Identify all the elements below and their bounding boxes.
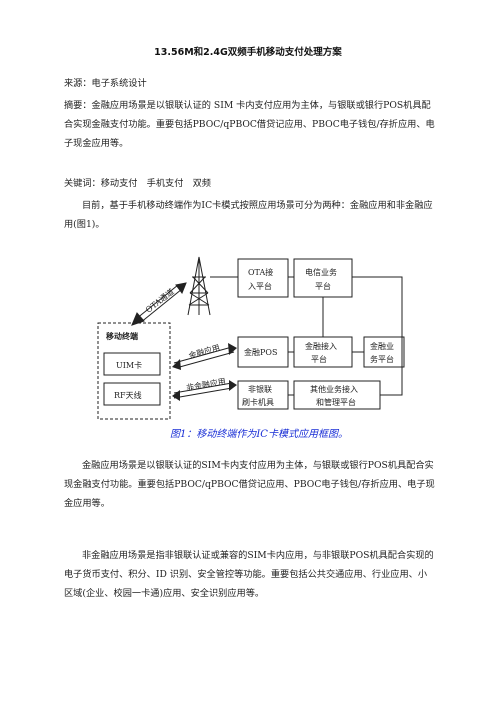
other-access-label-1: 其他业务接入 [310,384,358,394]
mobile-terminal-label: 移动终端 [106,331,138,341]
keywords-line: 关键词：移动支付 手机支付 双频 [64,178,211,189]
financial-access-label-1: 金融接入 [305,341,337,351]
non-unionpay-label-2: 刷卡机具 [242,397,274,407]
telecom-platform-box [293,258,353,298]
non-unionpay-label-1: 非银联 [248,384,272,394]
ota-channel-label: OTA通道 [143,286,175,314]
uim-card-box [103,352,161,376]
application-diagram: OTA通道 移动终端 UIM卡 RF天线 金融应用 非金融应用 OTA接 入平台… [97,256,405,440]
mobile-terminal-box [97,322,171,420]
financial-business-label-2: 务平台 [370,354,394,364]
source-line: 来源：电子系统设计 [64,78,147,89]
abstract-paragraph: 摘要：金融应用场景是以银联认证的 SIM 卡内支付应用为主体，与银联或银行POS… [64,100,435,149]
antenna-tower-icon [187,256,211,316]
ota-access-label-2: 入平台 [248,281,272,291]
telecom-label-2: 平台 [315,281,331,291]
other-access-label-2: 和管理平台 [316,397,356,407]
telecom-label-1: 电信业务 [305,267,337,277]
uim-card-label: UIM卡 [116,360,142,370]
financial-business-label-1: 金融业 [370,341,394,351]
financial-paragraph: 金融应用场景是以银联认证的SIM卡内支付应用为主体，与银联或银行POS机具配合实… [64,460,435,509]
document-title: 13.56M和2.4G双频手机移动支付处理方案 [154,47,342,58]
financial-app-label: 金融应用 [187,342,221,360]
figure-caption: 图1：移动终端作为IC卡模式应用框图。 [170,428,348,440]
ota-access-label-1: OTA接 [248,267,273,277]
ota-channel-arrow [135,284,183,324]
rf-antenna-box [103,382,161,406]
financial-access-label-2: 平台 [311,354,327,364]
rf-antenna-label: RF天线 [114,390,142,400]
intro-paragraph: 目前，基于手机移动终端作为IC卡模式按照应用场景可分为两种：金融应用和非金融应用… [64,200,433,230]
ota-access-box [237,258,289,298]
financial-pos-label: 金融POS [244,347,277,357]
nonfinancial-paragraph: 非金融应用场景是指非银联认证或兼容的SIM卡内应用，与非银联POS机具配合实现的… [64,550,434,599]
